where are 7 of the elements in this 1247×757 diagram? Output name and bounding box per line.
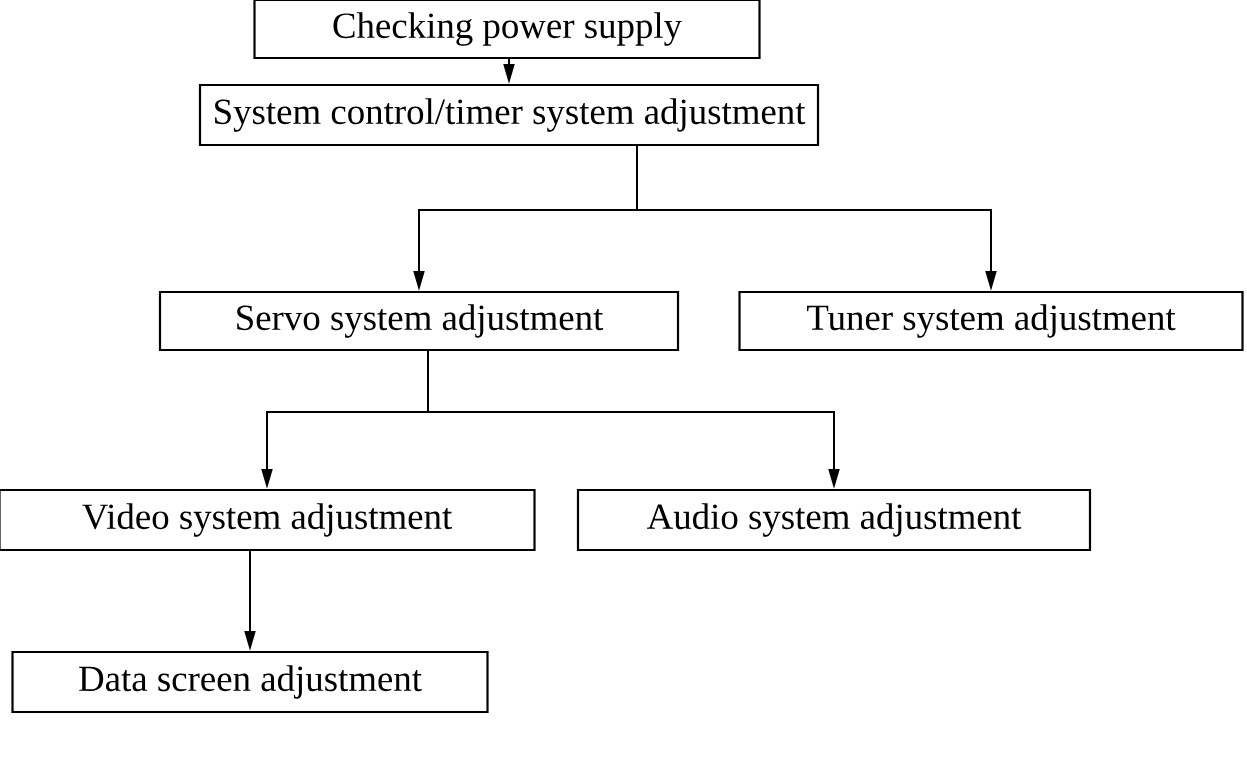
process-box: Audio system adjustment [576, 488, 1092, 552]
process-box: Checking power supply [253, 0, 761, 60]
process-box: Video system adjustment [0, 488, 536, 552]
process-box: System control/timer system adjustment [198, 83, 820, 147]
process-box: Tuner system adjustment [738, 290, 1244, 352]
process-box: Servo system adjustment [158, 290, 680, 352]
process-box: Data screen adjustment [11, 650, 489, 714]
